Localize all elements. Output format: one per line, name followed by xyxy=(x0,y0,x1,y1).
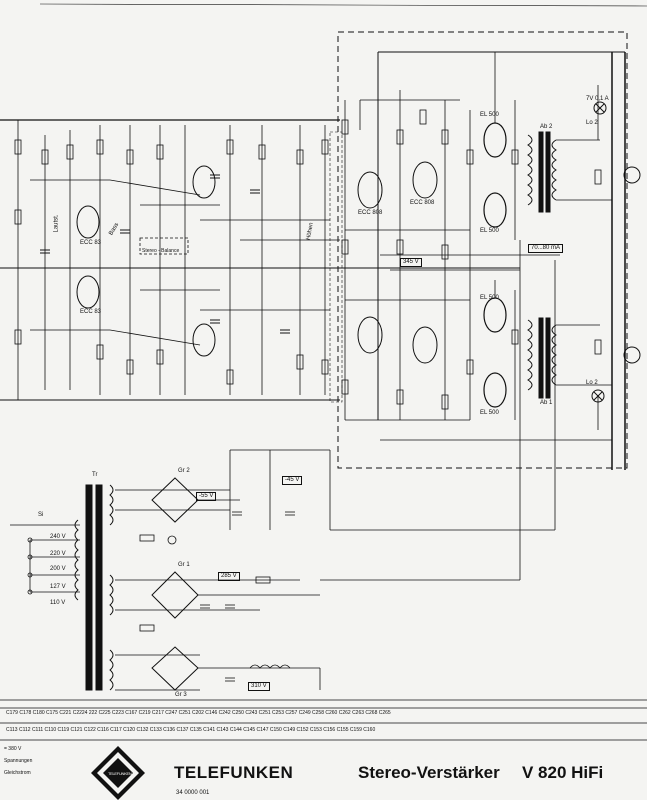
drawing-number: 34 0000 001 xyxy=(176,790,210,796)
logo-text: TELEFUNKEN xyxy=(108,771,132,776)
tube-label: EL 500 xyxy=(480,410,499,416)
psu-wiring xyxy=(115,240,556,691)
mains-taps xyxy=(10,524,80,595)
stereo-balance-label: Stereo - Balance xyxy=(142,248,180,254)
brand-name: TELEFUNKEN xyxy=(174,763,294,782)
voltage-box: -55 V xyxy=(196,492,217,501)
legend-row: Gleichstrom xyxy=(4,770,31,776)
lamp-label: Lo 2 xyxy=(586,380,598,386)
preamp-capacitors xyxy=(40,174,290,334)
telefunken-logo xyxy=(91,746,145,800)
volume-label: Lautst. xyxy=(53,214,60,233)
rectifier-label: Gr 1 xyxy=(178,562,190,568)
mains-tap: 200 V xyxy=(50,566,66,572)
pilot-lamps xyxy=(591,101,607,403)
transformer-label: Ab 2 xyxy=(540,124,553,130)
lamp-value: 7V 0,1 A xyxy=(586,96,609,102)
model-name: V 820 HiFi xyxy=(522,763,604,782)
parts-list-row: C179 C178 C180 C175 C221 C2224 222 C225 … xyxy=(6,710,391,716)
mains-tap: 240 V xyxy=(50,534,66,540)
lamp-label: Lo 2 xyxy=(586,120,598,126)
bias-label: 70...80 mA xyxy=(528,244,564,253)
power-stage-resistors xyxy=(341,109,519,410)
parts-table-lines xyxy=(0,699,647,741)
speaker-jacks xyxy=(623,166,641,364)
output-transformer-bottom xyxy=(527,317,557,399)
transformer-label: Ab 1 xyxy=(540,400,553,406)
preamp-resistors xyxy=(14,139,329,385)
top-scan-line xyxy=(39,3,647,7)
transformer-label: Tr xyxy=(92,472,98,478)
power-amp-dashed-box xyxy=(337,31,628,469)
legend-row: = 380 V xyxy=(4,746,22,752)
fuse-label: Si xyxy=(38,512,44,518)
speaker-wiring xyxy=(556,85,612,430)
tube-label: EL 500 xyxy=(480,112,499,118)
legend-row: Spannungen xyxy=(4,758,33,764)
power-transformer xyxy=(74,484,114,691)
tube-label: ECC 83 xyxy=(80,309,102,315)
tube-label: ECC 808 xyxy=(358,210,383,216)
parts-list-row: C113 C112 C111 C110 C119 C121 C122 C116 … xyxy=(6,727,376,733)
output-transformer-top xyxy=(527,131,557,213)
voltage-box: 285 V xyxy=(218,572,240,581)
mains-tap: 110 V xyxy=(50,600,66,606)
rectifier-label: Gr 2 xyxy=(178,468,190,474)
mains-tap: 127 V xyxy=(50,584,66,590)
tube-label: EL 500 xyxy=(480,228,499,234)
voltage-box: -45 V xyxy=(282,476,303,485)
rectifier-label: Gr 3 xyxy=(175,692,187,698)
product-name: Stereo-Verstärker xyxy=(358,763,500,782)
preamp-wiring xyxy=(17,120,340,400)
voltage-box: 345 V xyxy=(400,258,422,267)
power-tubes xyxy=(483,122,507,408)
preamp-tubes xyxy=(76,165,216,357)
stereo-balance-box xyxy=(139,237,189,255)
tube-label: ECC 808 xyxy=(410,200,435,206)
tube-label: ECC 83 xyxy=(80,240,102,246)
mains-tap: 220 V xyxy=(50,551,66,557)
power-stage-wiring xyxy=(344,52,612,441)
driver-tubes xyxy=(357,161,438,364)
voltage-box: 310 V xyxy=(248,682,270,691)
tube-label: EL 500 xyxy=(480,295,499,301)
